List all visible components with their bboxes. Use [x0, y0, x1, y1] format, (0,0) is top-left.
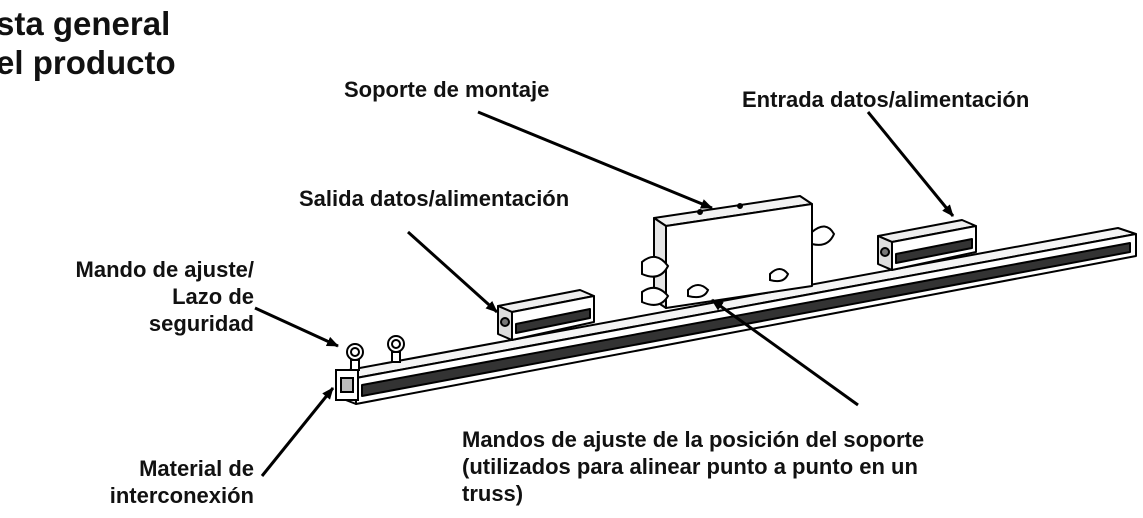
link-label-line-2: interconexión — [109, 483, 254, 508]
knob-label-line-2: Lazo de — [172, 284, 254, 309]
data-power-out-connector — [497, 289, 595, 341]
label-bracket-position-knobs: Mandos de ajuste de la posición del sopo… — [462, 426, 924, 507]
label-mounting-bracket: Soporte de montaje — [344, 77, 550, 102]
label-data-power-out: Salida datos/alimentación — [299, 186, 570, 211]
label-linking-hardware: Material de interconexión — [0, 455, 254, 509]
bracket-adjust-knobs-icon — [641, 225, 836, 306]
page-title: sta general el producto — [0, 4, 176, 82]
light-bar — [337, 227, 1137, 405]
linking-hardware — [335, 369, 359, 401]
label-data-power-in: Entrada datos/alimentación — [742, 87, 1030, 112]
knob-label-line-1: Mando de ajuste/ — [75, 257, 254, 282]
label-adjust-knob-safety-loop: Mando de ajuste/ Lazo de seguridad — [0, 256, 254, 337]
bracket-knobs-line-2: (utilizados para alinear punto a punto e… — [462, 454, 918, 479]
title-line-2: el producto — [0, 44, 176, 81]
knob-label-line-3: seguridad — [148, 311, 254, 336]
link-label-line-1: Material de — [139, 456, 254, 481]
safety-loop-icon — [346, 335, 405, 371]
bracket-knobs-line-1: Mandos de ajuste de la posición del sopo… — [462, 427, 925, 452]
leader-arrows — [254, 110, 955, 477]
title-line-1: sta general — [0, 5, 171, 42]
bracket-knobs-line-3: truss) — [462, 481, 524, 506]
data-power-in-connector — [877, 219, 977, 271]
